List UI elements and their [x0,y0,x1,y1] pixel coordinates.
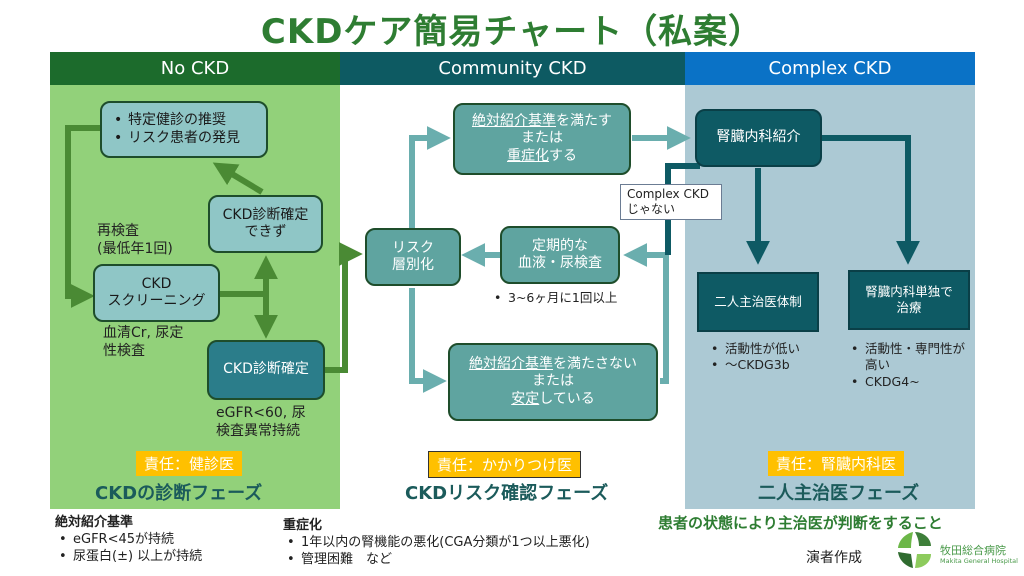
arrow-referral-not-complex [665,163,700,255]
box-text: 定期的な [532,237,588,254]
box-text: 層別化 [392,257,434,273]
box-text: リスク [392,239,434,256]
box-meets-referral-criteria: 絶対紹介基準を満たす または 重症化する [453,103,631,175]
hospital-name: 牧田総合病院 [940,544,1006,557]
box-text: できず [244,224,287,240]
box-text: 治療 [896,300,922,315]
box-text: 腎臓内科単独で [865,284,953,300]
responsibility-checkup-doctor: 責任：健診医 [136,451,243,476]
phase-label-risk-check: CKDリスク確認フェーズ [405,483,609,504]
phase-label-dual-attending: 二人主治医フェーズ [758,483,920,504]
box-ckd-confirmed: CKD診断確定 [207,340,325,400]
box-text: CKD [141,275,172,292]
arrow-not-meets-to-periodic [623,243,669,384]
box-health-checkup-promotion: 特定健診の推奨 リスク患者の発見 [100,101,268,158]
phase-label-diagnosis: CKDの診断フェーズ [95,483,263,504]
box-risk-stratification: リスク 層別化 [365,228,461,286]
phase-header-no-ckd: No CKD [50,52,340,85]
severity-legend: 重症化 1年以内の腎機能の悪化(CGA分類が1つ以上悪化) 管理困難 など [283,518,590,569]
callout-not-complex-ckd: Complex CKD じゃない [620,184,722,220]
note-confirm-criteria: eGFR<60, 尿 検査異常持続 [216,405,306,440]
arrow-risk-to-not-meets [409,288,447,393]
arrow-referral-to-solo [820,135,920,265]
arrow-risk-to-meets [409,126,451,228]
box-periodic-tests: 定期的な 血液・尿検査 [500,226,620,284]
note-recheck: 再検査 (最低年1回) [97,223,173,258]
box-ckd-screening: CKD スクリーニング [93,264,220,322]
box-ckd-not-confirmed: CKD診断確定 できず [208,195,323,253]
box-text: 血液・尿検査 [518,255,602,271]
note-solo-criteria: 活動性・専門性が高い CKDG4~ [847,341,972,390]
box-dual-attending: 二人主治医体制 [697,272,819,332]
arrow-recheck-loop [65,125,100,308]
note-screening-tests: 血清Cr, 尿定 性検査 [103,325,184,360]
responsibility-nephrologist: 責任：腎臓内科医 [768,451,905,476]
judgement-note: 患者の状態により主治医が判断をすること [658,514,943,532]
page-title: CKDケア簡易チャート（私案） [260,12,764,52]
hospital-logo-icon [898,532,931,568]
author-credit: 演者作成 [806,550,862,566]
arrow-confirmed-to-risk [325,242,363,373]
box-nephrology-only: 腎臓内科単独で 治療 [848,270,970,330]
criteria-legend: 絶対紹介基準 eGFR<45が持続 尿蛋白(±) 以上が持続 [55,515,202,566]
phase-header-community-ckd: Community CKD [340,52,685,85]
box-text: CKD診断確定 [222,206,309,223]
arrow-not-confirmed-to-promo [212,162,264,195]
phase-header-complex-ckd: Complex CKD [685,52,975,85]
note-periodic-frequency: 3~6ヶ月に1回以上 [490,290,617,307]
hospital-name-en: Makita General Hospital [940,557,1018,565]
box-not-meets-referral-criteria: 絶対紹介基準を満たさない または 安定している [448,343,658,421]
promo-item: 特定健診の推奨 [110,112,240,130]
box-nephrology-referral: 腎臓内科紹介 [695,109,822,167]
responsibility-family-doctor: 責任：かかりつけ医 [428,451,582,478]
promo-item: リスク患者の発見 [110,130,240,148]
note-dual-criteria: 活動性が低い ～CKDG3b [707,341,800,374]
box-text: スクリーニング [107,293,206,309]
